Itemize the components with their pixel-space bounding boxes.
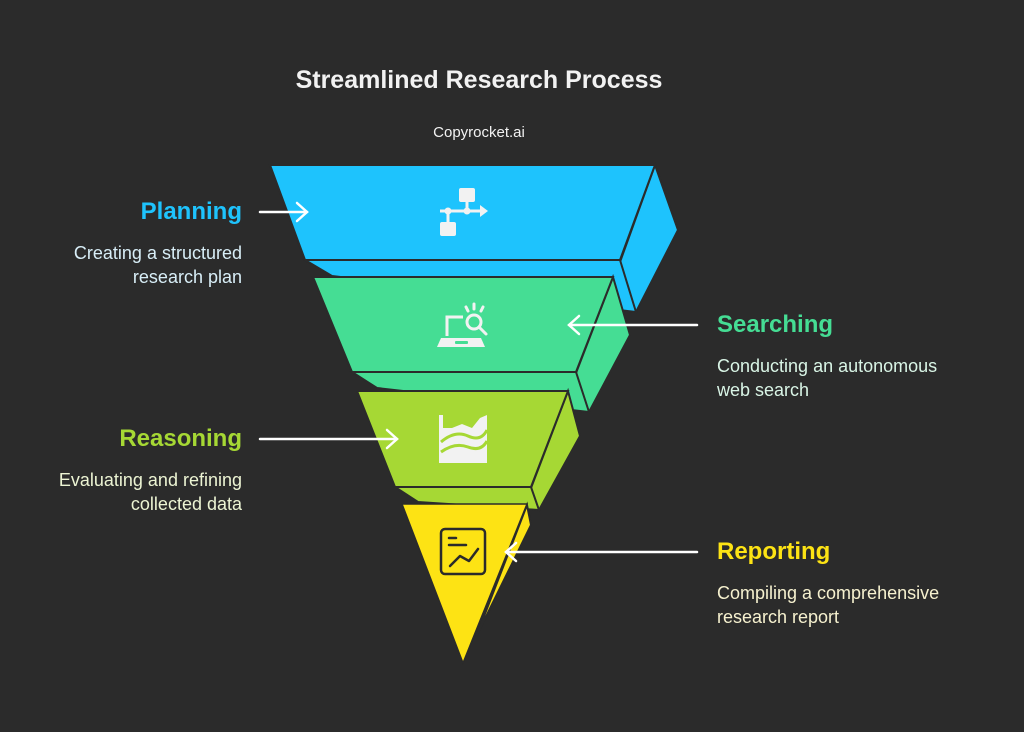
funnel-layer-reporting — [400, 501, 533, 666]
searching-description-line: web search — [717, 380, 810, 400]
reporting-description-line: Compiling a comprehensive — [717, 583, 940, 603]
planning-description: Creating a structured research plan — [0, 241, 242, 289]
planning-heading: Planning — [140, 198, 242, 225]
laptop-search-icon — [437, 302, 488, 347]
planning-description-line: Creating a structured — [73, 243, 242, 263]
reporting-description: Compiling a comprehensive research repor… — [717, 581, 977, 629]
stage-label-reporting: Reporting Compiling a comprehensive rese… — [717, 537, 977, 629]
reasoning-heading: Reasoning — [119, 425, 242, 452]
flowchart-icon — [440, 188, 488, 236]
reasoning-arrow — [258, 428, 399, 450]
reporting-heading: Reporting — [717, 538, 831, 565]
stage-label-planning: Planning Creating a structured research … — [0, 197, 242, 289]
diagram-title: Streamlined Research Process — [295, 66, 663, 94]
searching-description: Conducting an autonomous web search — [717, 354, 977, 402]
searching-arrow — [567, 314, 699, 336]
report-chart-icon — [439, 527, 487, 576]
reasoning-description-line: Evaluating and refining — [58, 470, 242, 490]
stage-label-searching: Searching Conducting an autonomous web s… — [717, 310, 977, 402]
searching-front-face — [311, 276, 615, 373]
reporting-description-line: research report — [717, 607, 840, 627]
reasoning-description: Evaluating and refining collected data — [0, 468, 242, 516]
searching-heading: Searching — [717, 311, 834, 338]
planning-description-line: research plan — [132, 267, 242, 287]
planning-arrow — [258, 201, 309, 223]
area-chart-icon — [439, 415, 489, 463]
reporting-front-face — [400, 503, 529, 666]
diagram-subtitle: Copyrocket.ai — [433, 124, 525, 141]
reporting-arrow — [504, 541, 699, 563]
searching-description-line: Conducting an autonomous — [717, 356, 938, 376]
stage-label-reasoning: Reasoning Evaluating and refining collec… — [0, 424, 242, 516]
reasoning-description-line: collected data — [130, 494, 242, 514]
reporting-side-face — [475, 501, 533, 638]
